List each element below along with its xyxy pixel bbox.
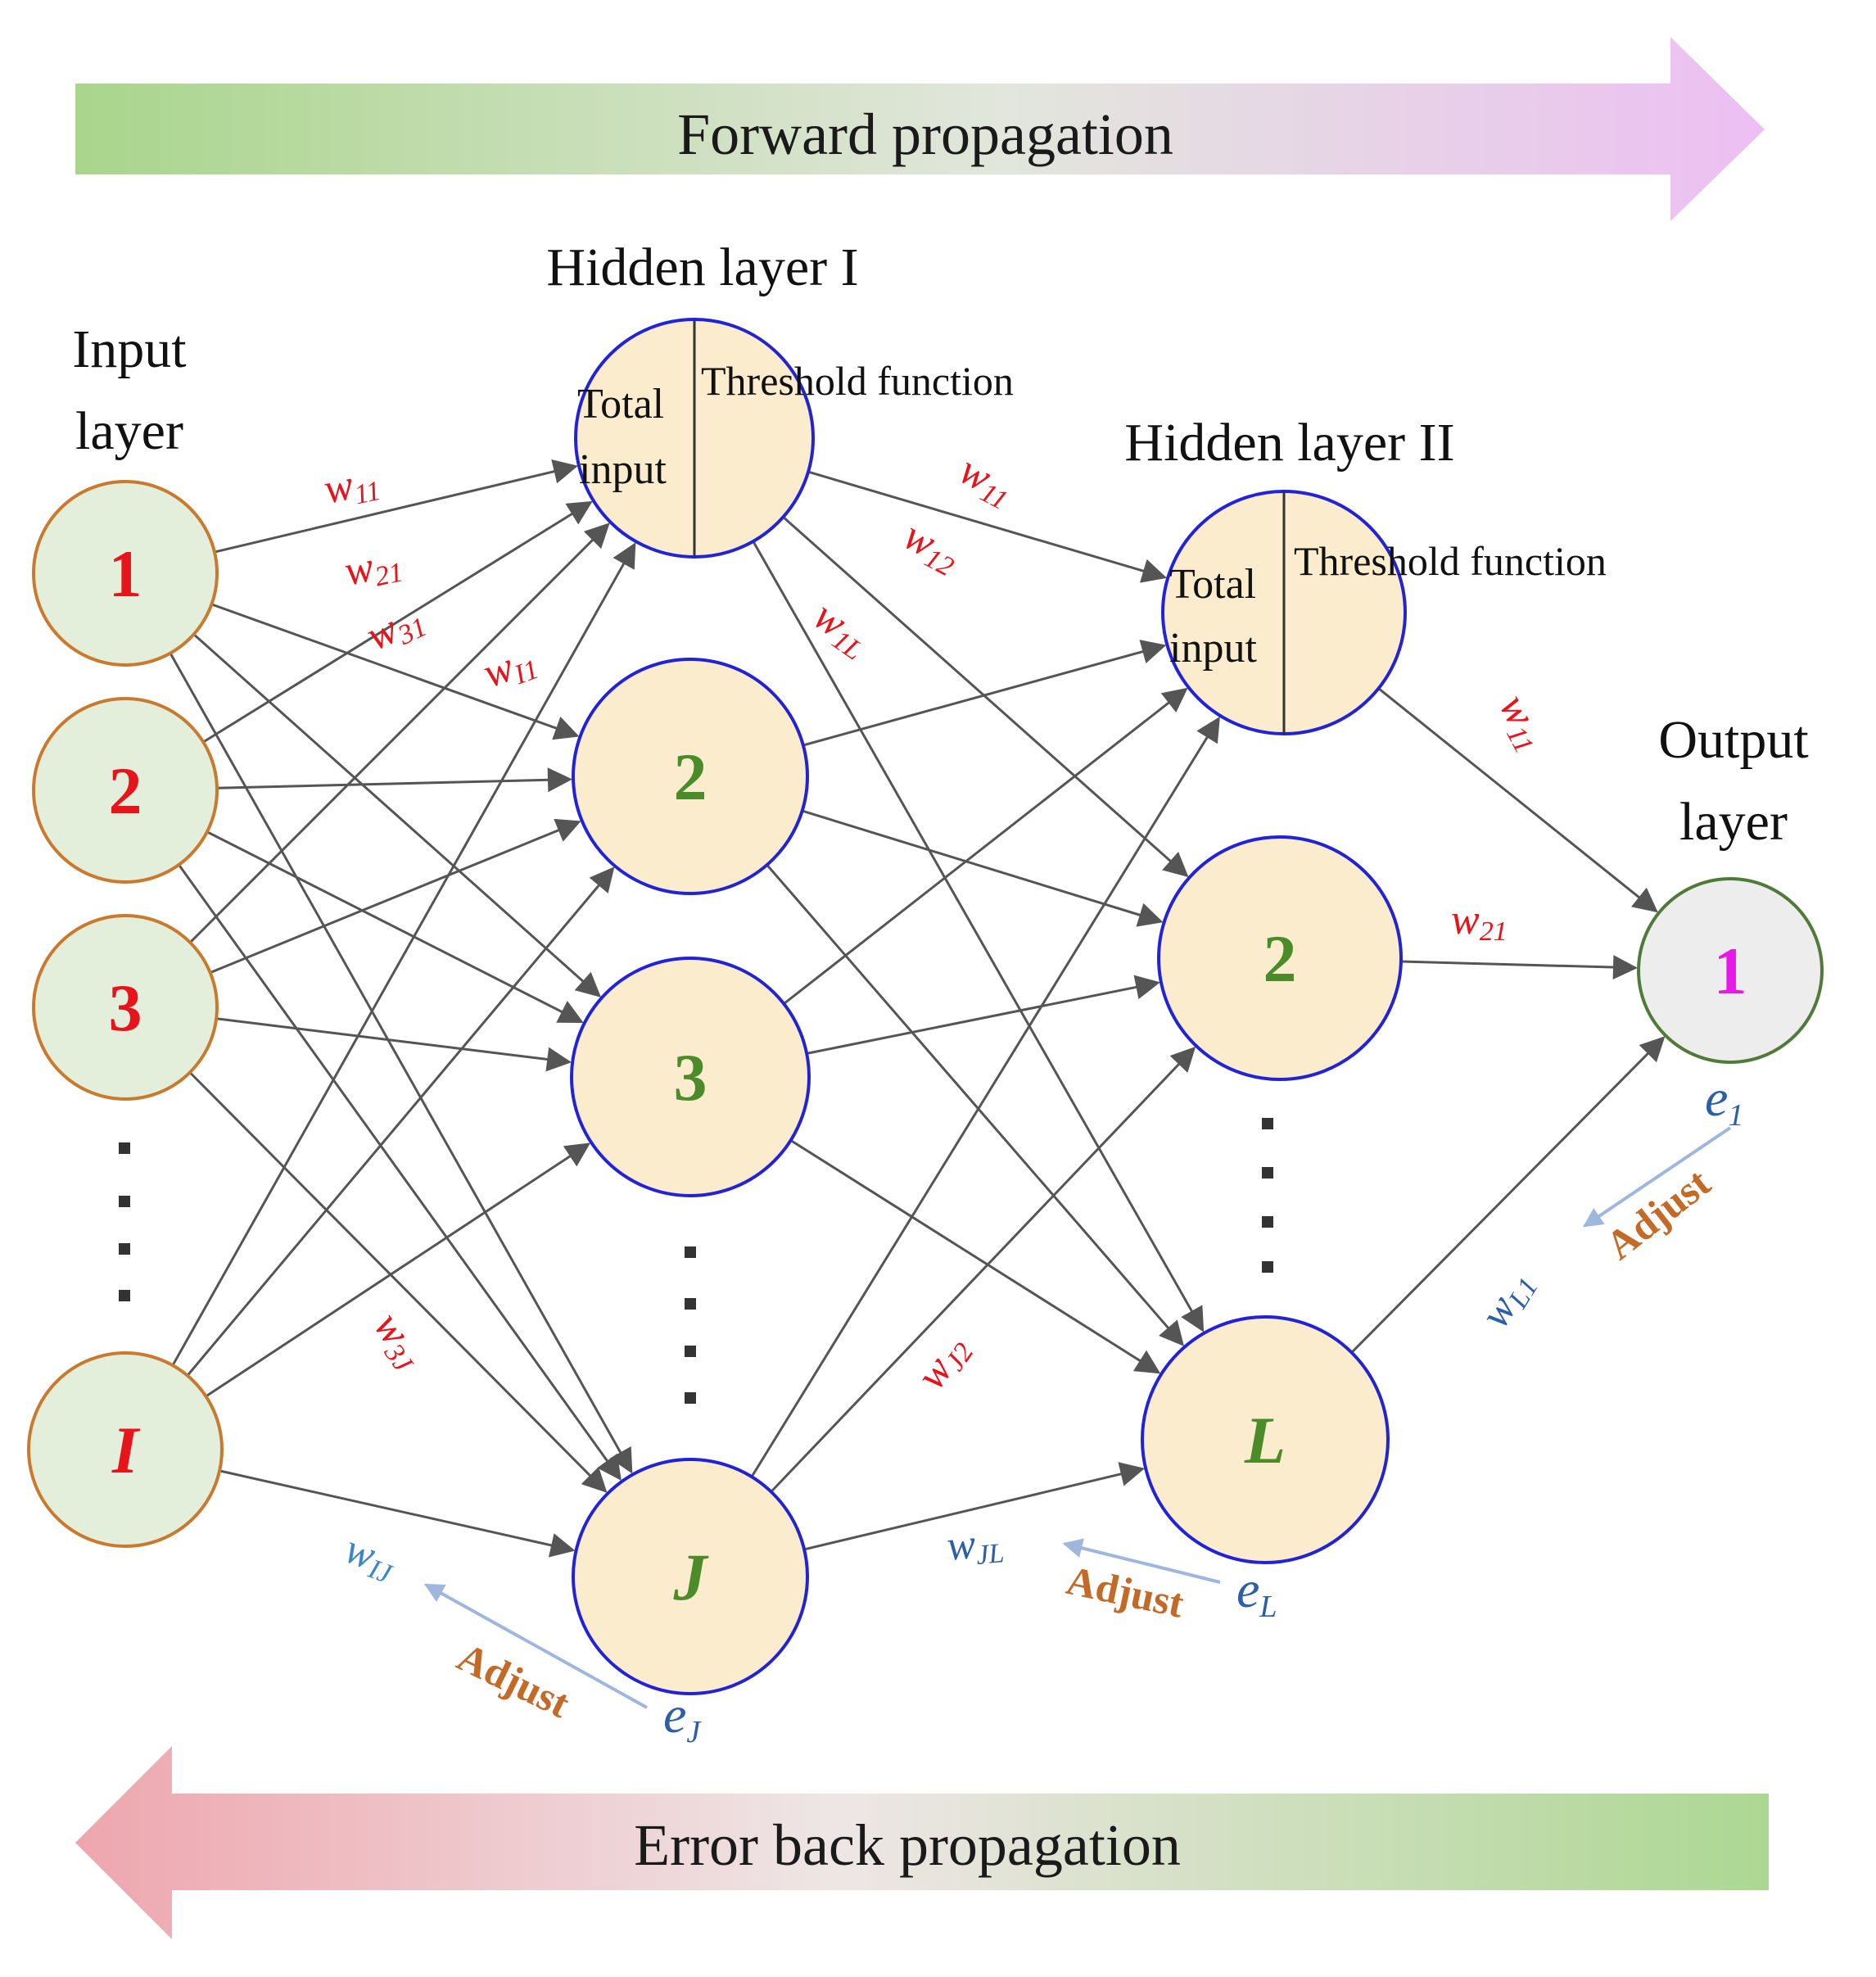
- hidden1-node-J: [572, 1458, 809, 1695]
- hidden-layer-2-title: Hidden layer II: [1124, 413, 1454, 473]
- hidden1-node-J-label: J: [673, 1540, 710, 1614]
- error-labels: e1 eL eJ: [663, 1069, 1743, 1749]
- hidden2-input-label: input: [1169, 625, 1257, 672]
- input-node-1: [32, 480, 219, 667]
- hidden1-node-2: [572, 658, 809, 895]
- hidden-layer-2: Total input Threshold function 2 L: [1141, 490, 1607, 1564]
- hidden1-input-label: input: [579, 446, 667, 493]
- weight-label-in-wIJ: wIJ: [338, 1526, 404, 1590]
- adjust-arrows: [423, 1126, 1732, 1709]
- hidden2-total-label: Total: [1169, 561, 1256, 608]
- edge-input-hidden1-3-3: [219, 1469, 576, 1558]
- weight-label-in-w3J: w3J: [362, 1304, 435, 1378]
- adjust-arrow-output: [1583, 1126, 1732, 1228]
- adjust-arrow-hidden1: [423, 1583, 648, 1709]
- adjust-label-hidden2: Adjust: [1063, 1557, 1188, 1626]
- error-back-propagation-label: Error back propagation: [634, 1812, 1181, 1878]
- edge-hidden1-hidden2-2-1: [806, 975, 1160, 1055]
- edge-hidden1-hidden2-1-1: [802, 809, 1164, 927]
- edge-hidden1-hidden2-3-2: [803, 1462, 1146, 1551]
- input-node-2: [32, 697, 219, 884]
- weight-label-h-w1L: w1L: [803, 592, 879, 666]
- hidden-layer-1: Total input Threshold function 2 3 J: [570, 318, 1014, 1695]
- layer-titles: Input layer Hidden layer I Hidden layer …: [72, 238, 1808, 852]
- edge-input-hidden1-2-0: [189, 523, 610, 943]
- hidden2-node-2: [1157, 835, 1403, 1081]
- hidden1-node-3-label: 3: [674, 1040, 707, 1115]
- edge-hidden1-hidden2-3-1: [770, 1046, 1196, 1493]
- weight-label-h-wJL: wJL: [945, 1518, 1006, 1573]
- input-node-I: [27, 1351, 224, 1548]
- output-node-1-label: 1: [1714, 934, 1747, 1008]
- error-label-eJ: eJ: [663, 1685, 702, 1749]
- edge-input-hidden1-0-3: [169, 652, 633, 1474]
- edge-input-hidden1-2-3: [188, 1071, 608, 1493]
- edge-input-hidden1-0-1: [210, 603, 580, 740]
- edge-input-hidden1-3-0: [171, 542, 636, 1366]
- edge-hidden1-hidden2-0-2: [752, 541, 1205, 1332]
- edge-hidden1-hidden2-2-0: [783, 687, 1188, 1005]
- connection-lines: [169, 459, 1666, 1558]
- edge-hidden1-hidden2-0-0: [807, 470, 1168, 583]
- hidden-layer-1-title: Hidden layer I: [546, 238, 858, 297]
- weight-label-h-w12: w12: [894, 512, 967, 582]
- hidden1-node-3: [570, 957, 811, 1197]
- adjust-arrow-hidden2: [1062, 1538, 1221, 1584]
- edge-input-hidden1-1-2: [206, 830, 584, 1023]
- hidden1-threshold-label: Threshold function: [701, 358, 1014, 404]
- edge-input-hidden1-0-0: [214, 459, 578, 554]
- edge-input-hidden1-2-2: [216, 1017, 572, 1072]
- input-ellipsis-dots: [119, 1142, 130, 1301]
- output-layer-title-line2: layer: [1679, 792, 1788, 852]
- weight-label-o-wL1: wL1: [1471, 1262, 1544, 1337]
- edge-input-hidden1-1-3: [178, 864, 622, 1482]
- weight-label-in-w11: w11: [320, 456, 383, 516]
- output-node-1: [1637, 877, 1824, 1064]
- error-back-propagation-banner: Error back propagation: [75, 1746, 1769, 1939]
- edge-input-hidden1-2-1: [210, 818, 581, 974]
- input-node-3-label: 3: [109, 970, 142, 1045]
- edge-input-hidden1-3-2: [205, 1142, 591, 1398]
- error-label-eL: eL: [1236, 1560, 1277, 1624]
- edge-input-hidden1-1-0: [202, 500, 593, 744]
- adjust-label-hidden1: Adjust: [450, 1634, 577, 1727]
- input-layer: 1 2 3 I: [27, 480, 224, 1548]
- hidden1-total-label: Total: [577, 381, 664, 428]
- edge-input-hidden1-3-1: [186, 866, 615, 1377]
- input-layer-title-line1: Input: [72, 319, 186, 379]
- input-node-1-label: 1: [109, 536, 142, 611]
- hidden2-threshold-label: Threshold function: [1294, 538, 1607, 584]
- edge-hidden1-hidden2-1-2: [766, 864, 1185, 1346]
- input-node-2-label: 2: [109, 753, 142, 828]
- output-layer: 1: [1637, 877, 1824, 1064]
- edge-hidden1-hidden2-1-0: [802, 640, 1167, 747]
- hidden2-node-L-label: L: [1244, 1403, 1286, 1477]
- weight-label-in-w21: w21: [341, 538, 406, 599]
- weight-label-o-w11: w11: [1487, 687, 1557, 758]
- hidden2-node-2-label: 2: [1263, 921, 1297, 996]
- edge-hidden2-output-1-0: [1400, 955, 1638, 980]
- hidden2-ellipsis-dots: [1262, 1118, 1273, 1273]
- edge-hidden1-hidden2-3-0: [750, 716, 1220, 1477]
- hidden1-ellipsis-dots: [685, 1246, 696, 1404]
- edge-hidden2-output-0-0: [1377, 687, 1658, 913]
- edge-hidden1-hidden2-2-2: [789, 1139, 1161, 1374]
- edge-hidden2-output-2-0: [1350, 1036, 1666, 1354]
- input-node-I-label: I: [111, 1413, 141, 1487]
- forward-propagation-banner: Forward propagation: [75, 37, 1765, 221]
- weight-label-in-w31: w31: [359, 594, 432, 663]
- hidden2-node-L: [1141, 1315, 1390, 1564]
- output-layer-title-line1: Output: [1658, 710, 1808, 770]
- edge-input-hidden1-1-1: [216, 767, 572, 793]
- hidden1-node-2-label: 2: [674, 740, 707, 814]
- input-layer-title-line2: layer: [75, 401, 183, 461]
- input-node-3: [32, 914, 219, 1101]
- weight-label-o-w21: w21: [1451, 897, 1508, 947]
- error-label-e1: e1: [1705, 1069, 1743, 1133]
- weight-label-h-w11: w11: [950, 446, 1021, 516]
- edge-input-hidden1-0-2: [192, 633, 602, 998]
- forward-propagation-label: Forward propagation: [677, 102, 1173, 167]
